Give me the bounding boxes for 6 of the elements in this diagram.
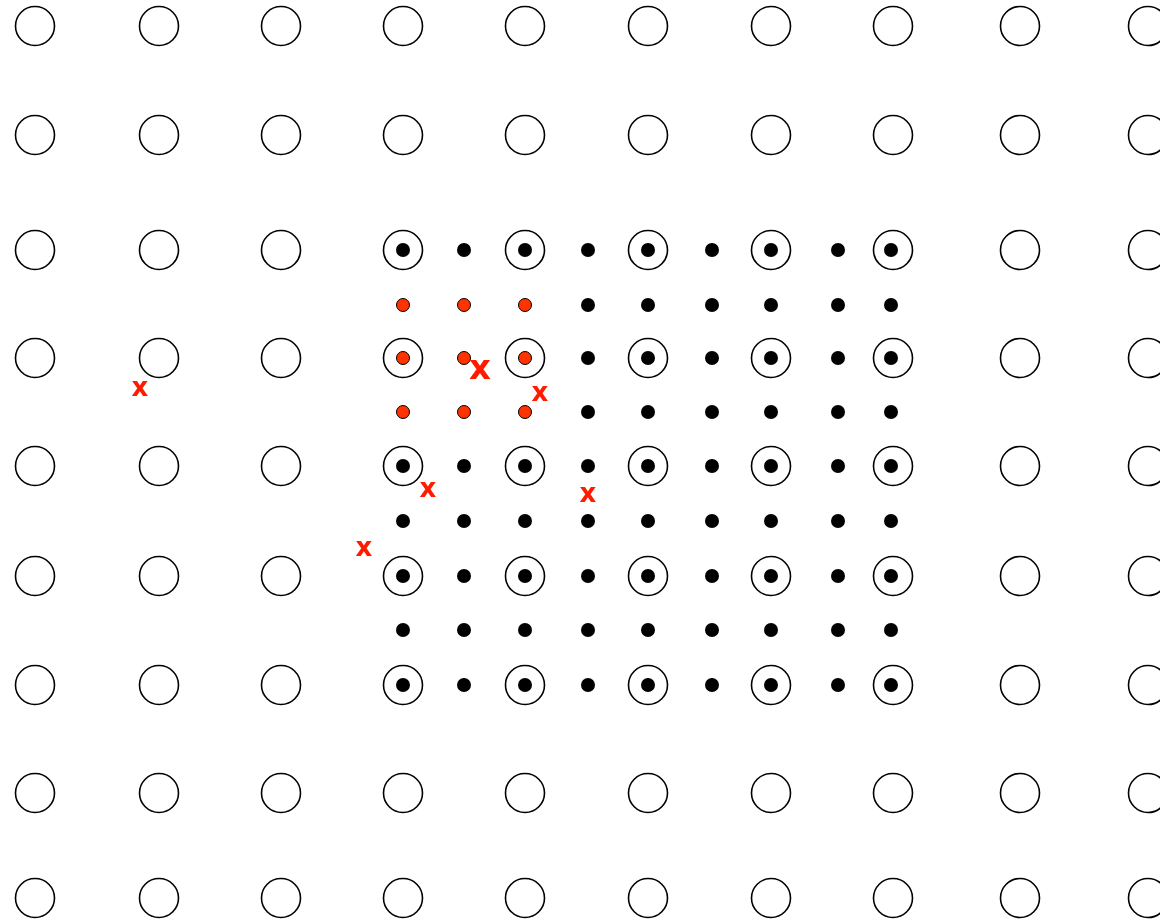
cross-mark-label: x — [579, 480, 597, 507]
cross-mark-label: x — [469, 349, 491, 384]
cross-mark-label: x — [355, 534, 373, 561]
cross-mark-label: x — [131, 374, 149, 401]
cross-mark-label: x — [531, 379, 549, 406]
cross-mark-label: x — [419, 475, 437, 502]
